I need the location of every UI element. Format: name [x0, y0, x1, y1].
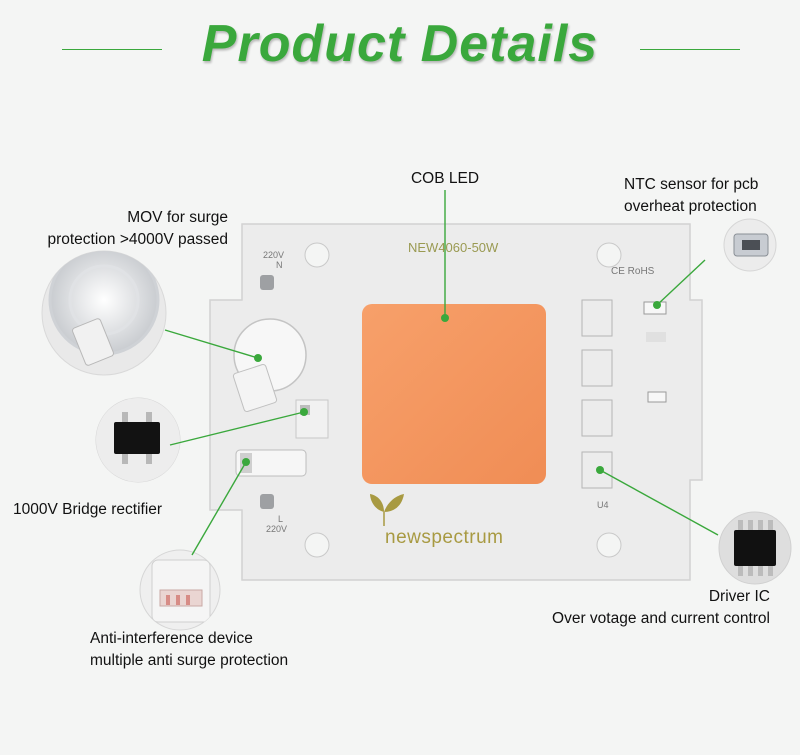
- solder-pad-n: [260, 275, 274, 290]
- mounting-hole: [596, 242, 622, 268]
- mov-inset: [41, 250, 167, 376]
- title-rule-right: [640, 49, 740, 50]
- board-model-label: NEW4060-50W: [408, 240, 499, 255]
- page-title: Product Details: [201, 15, 599, 73]
- board-top-pin: N: [276, 260, 283, 270]
- leaf-logo-icon: [370, 494, 404, 526]
- anti-interference-label-line1: Anti-interference device: [90, 630, 253, 647]
- ntc-label-line1: NTC sensor for pcb: [624, 176, 759, 193]
- mounting-hole: [596, 532, 622, 558]
- board-bottom-voltage: 220V: [266, 524, 288, 534]
- mounting-hole: [304, 242, 330, 268]
- ref-u4-label: U4: [597, 500, 609, 510]
- board-top-voltage: 220V: [263, 250, 285, 260]
- ntc-sensor-inset: [723, 218, 777, 272]
- solder-pad-l: [260, 494, 274, 509]
- mov-label-line1: MOV for surge: [127, 209, 228, 226]
- driver-ic-label-line1: Driver IC: [708, 588, 770, 605]
- bridge-rectifier-inset: [95, 397, 181, 483]
- driver-ic-inset: [718, 511, 792, 585]
- anti-interference-label-line2: multiple anti surge protection: [90, 652, 289, 669]
- board-bottom-pin: L: [278, 514, 284, 524]
- driver-ic-label-line2: Over votage and current control: [552, 610, 770, 627]
- cob-led-label: COB LED: [410, 170, 480, 187]
- ntc-label-line2: overheat protection: [624, 198, 757, 215]
- brand-name: newspectrum: [385, 527, 504, 548]
- cert-label: CE RoHS: [611, 266, 655, 277]
- mov-label-line2: protection >4000V passed: [47, 231, 228, 248]
- title-rule-left: [62, 49, 162, 50]
- leader-lines: [164, 190, 719, 556]
- cob-led-chip: [362, 304, 546, 484]
- bridge-rectifier-label: 1000V Bridge rectifier: [13, 501, 163, 518]
- mounting-hole: [304, 532, 330, 558]
- anti-interference-inset: [139, 549, 221, 631]
